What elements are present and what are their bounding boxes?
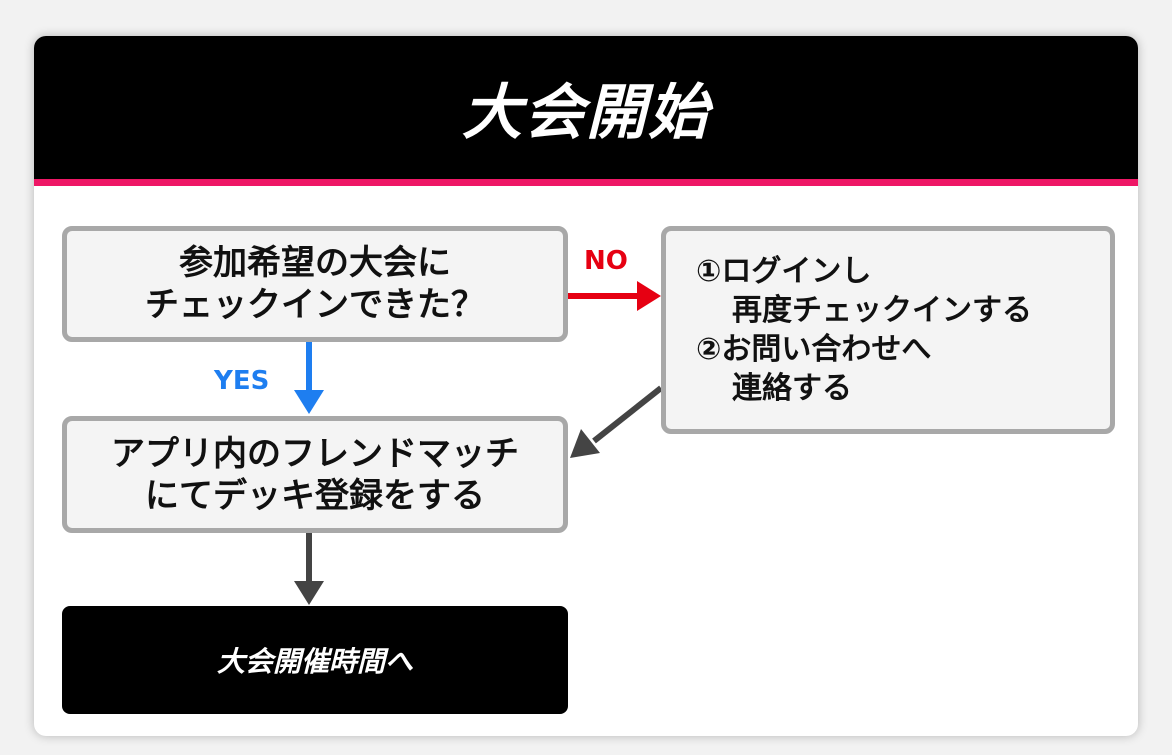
retry-step-2-detail: 連絡する [732,371,852,406]
deck-registration-box: アプリ内のフレンドマッチ にてデッキ登録をする [62,416,568,533]
yes-arrow [294,342,324,414]
final-step-label: 大会開催時間へ [216,645,413,678]
retry-step-1: ①ログインし [696,254,872,289]
header-bar: 大会開始 [34,36,1138,186]
header-title: 大会開始 [462,78,710,148]
retry-step-2: ②お問い合わせへ [696,332,932,367]
retry-step-1-detail: 再度チェックインする [732,293,1032,328]
question-box: 参加希望の大会に チェックインできた？ [62,226,568,342]
question-line-1: 参加希望の大会に [179,243,451,283]
deck-line-2: にてデッキ登録をする [145,475,485,516]
flowchart-card: 大会開始 参加希望の大会に チェックインできた？ NO ①ログインし 再度チェッ… [34,36,1138,736]
yes-label: YES [214,366,270,396]
deck-line-1: アプリ内のフレンドマッチ [111,433,519,474]
retry-instructions-box: ①ログインし 再度チェックインする ②お問い合わせへ 連絡する [661,226,1115,434]
no-label: NO [584,246,628,276]
final-step-box: 大会開催時間へ [62,606,568,714]
retry-to-deck-arrow [570,385,663,458]
question-line-2: チェックインできた？ [145,285,485,325]
connector-arrows [294,281,663,605]
no-arrow [568,281,661,311]
deck-to-final-arrow [294,533,324,605]
